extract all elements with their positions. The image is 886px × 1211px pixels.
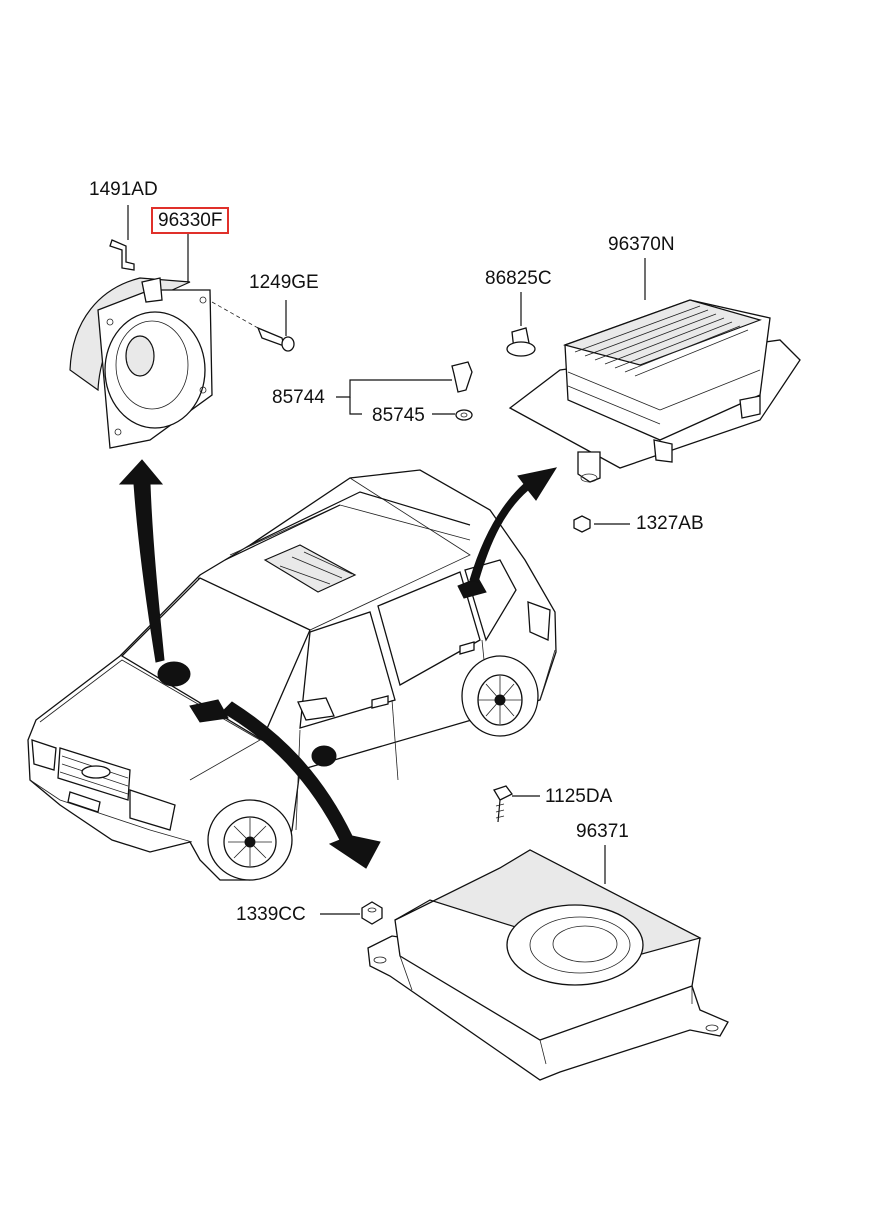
label-96371[interactable]: 96371 bbox=[576, 821, 629, 842]
label-85745[interactable]: 85745 bbox=[372, 405, 425, 426]
bolt-1125DA-drawing bbox=[493, 785, 540, 823]
nut-1327AB-drawing bbox=[573, 515, 630, 533]
label-96330F[interactable]: 96330F bbox=[151, 207, 230, 234]
clip-1491AD-drawing bbox=[109, 205, 135, 271]
label-1339CC[interactable]: 1339CC bbox=[236, 904, 306, 925]
vehicle-drawing bbox=[27, 469, 557, 881]
screw-1249GE-drawing bbox=[211, 300, 295, 352]
subwoofer-drawing bbox=[367, 849, 729, 1081]
label-1249GE[interactable]: 1249GE bbox=[249, 272, 319, 293]
label-1125DA[interactable]: 1125DA bbox=[545, 786, 613, 807]
label-96370N[interactable]: 96370N bbox=[608, 234, 675, 255]
pointer-arrows bbox=[118, 459, 558, 869]
front-speaker-drawing bbox=[69, 277, 213, 449]
label-86825C[interactable]: 86825C bbox=[485, 268, 552, 289]
nut-1339CC-drawing bbox=[320, 901, 383, 925]
label-1327AB[interactable]: 1327AB bbox=[636, 513, 704, 534]
clip-85744-drawing bbox=[336, 361, 473, 421]
amplifier-drawing bbox=[508, 299, 801, 483]
clip-86825C-drawing bbox=[506, 292, 536, 357]
label-1491AD[interactable]: 1491AD bbox=[89, 179, 158, 200]
label-85744[interactable]: 85744 bbox=[272, 387, 325, 408]
